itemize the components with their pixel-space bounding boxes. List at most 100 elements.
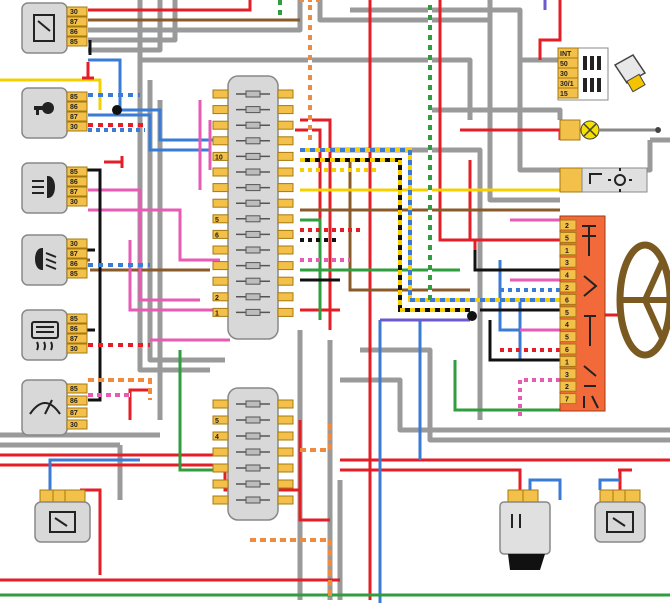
pin-label: 86 [70,179,78,186]
fuse[interactable] [212,245,294,255]
bulb-connector[interactable] [559,119,661,141]
fuse[interactable] [212,183,294,193]
pin-label: 30/1 [560,81,574,88]
relays-left: 30 87 86 85 85 86 87 30 [21,2,88,436]
fuse-terminal-left [212,89,229,99]
pin-label: 85 [70,316,78,323]
bottom-relay-center[interactable] [499,489,551,570]
fuse-terminal-right [277,167,294,177]
pin-label: 85 [70,271,78,278]
steering-pin [559,306,577,318]
fuse[interactable] [212,399,294,409]
pin-label: 30 [70,9,78,16]
pin-label: 5 [565,235,569,242]
fuse-terminal-right [277,198,294,208]
bulb-icon [580,120,600,140]
fuse-body [245,262,261,270]
pin-label: 6 [565,297,569,304]
fuse-terminal-left [212,447,229,457]
fuse[interactable] [212,167,294,177]
fuse-block-upper[interactable]: 10 5 6 2 1 [212,75,294,340]
pin-label: 86 [70,398,78,405]
fuse-terminal-right [277,89,294,99]
fuse[interactable] [212,447,294,457]
pin-label: 4 [565,322,569,329]
fuse[interactable] [212,261,294,271]
fuse-block-lower[interactable]: 54 [212,387,294,521]
steering-pin [559,256,577,268]
fuse-terminal-right [277,495,294,505]
fuse[interactable] [212,105,294,115]
relay-5[interactable]: 85 86 87 30 [21,309,88,361]
fuse[interactable]: 5 [212,415,294,425]
fuse[interactable]: 4 [212,431,294,441]
fuse[interactable] [212,198,294,208]
pin-label: 86 [70,29,78,36]
fuse-terminal-left [212,399,229,409]
pin-label: 4 [565,273,569,280]
fuse[interactable] [212,276,294,286]
relay-pins: 85 86 87 30 [66,383,88,430]
fuse[interactable]: 6 [212,229,294,239]
rear-defrost-icon [31,321,59,351]
fuse-label: 5 [215,217,219,224]
steering-wheel-icon [616,241,670,359]
fuse[interactable]: 1 [212,307,294,317]
fuse[interactable] [212,120,294,130]
fuse[interactable]: 10 [212,151,294,161]
relay-pins: 85 86 87 30 [66,313,88,354]
fuse-terminal-right [277,136,294,146]
fuse-terminal-left [212,136,229,146]
pin-label: 87 [70,336,78,343]
fuse[interactable] [212,136,294,146]
fuse-terminal-left [212,261,229,271]
light-switch-connector[interactable] [559,167,648,193]
wire-violet [380,0,547,322]
pin-label: 3 [565,260,569,267]
fuse-body [245,230,261,238]
fuse[interactable]: 2 [212,292,294,302]
fuse[interactable] [212,479,294,489]
fuse-terminal-right [277,276,294,286]
fuse-terminal-left [212,214,229,224]
fuse-terminal-left [212,120,229,130]
pin-label: 1 [565,248,569,255]
fuse[interactable] [212,495,294,505]
relay-6[interactable]: 85 86 87 30 [21,379,88,436]
pin-label: 5 [565,310,569,317]
fuse-body [245,480,261,488]
steering-switch-icons [582,225,599,409]
fuse-label: 5 [215,418,219,425]
fuse-terminal-right [277,229,294,239]
fuse-terminal-right [277,399,294,409]
relay-2[interactable]: 85 86 87 30 [21,87,88,139]
fuse[interactable] [212,89,294,99]
ignition-switch-connector[interactable]: INT 50 30 30/1 15 [557,47,609,101]
bottom-relay-left[interactable] [34,489,91,543]
fuse-terminal-right [277,214,294,224]
steering-pin [559,331,577,343]
relay-3[interactable]: 85 86 87 30 [21,162,88,214]
fuse-terminal-right [277,151,294,161]
fuse[interactable]: 5 [212,214,294,224]
relay-4[interactable]: 30 87 86 85 [21,234,88,286]
relay-1[interactable]: 30 87 86 85 [21,2,88,54]
steering-pin [559,281,577,293]
pin-label: 87 [70,19,78,26]
fuse-terminal-right [277,120,294,130]
fuse-terminal-left [212,463,229,473]
fuse-label: 10 [215,154,223,161]
relay-pins: 30 87 86 85 [66,6,88,47]
fuse[interactable] [212,463,294,473]
fuse-body [245,137,261,145]
fuse-terminal-left [212,198,229,208]
fuse-label: 1 [215,310,219,317]
steering-pin [559,343,577,355]
steering-pin [559,231,577,243]
bottom-relay-right[interactable] [594,489,646,543]
pin-label: 85 [70,39,78,46]
fuse-terminal-left [212,292,229,302]
pin-label: 87 [70,114,78,121]
fuse-terminal-left [212,307,229,317]
